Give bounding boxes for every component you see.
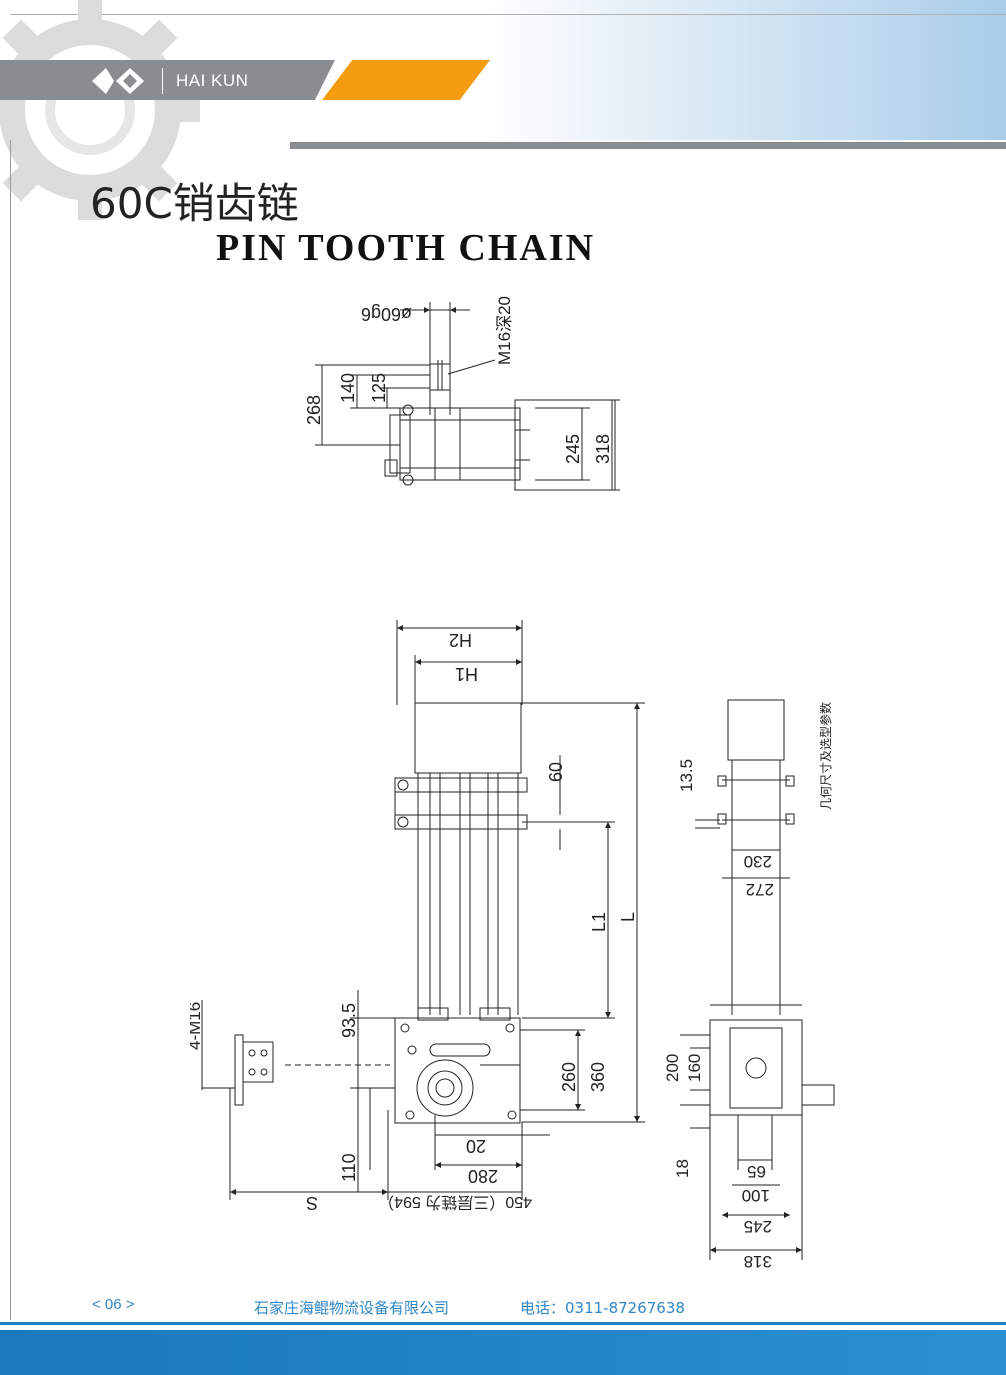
gear-watermark-icon (0, 0, 200, 220)
dim-65: 65 (747, 1162, 766, 1181)
dim-450: 450（三层链为 594） (378, 1193, 532, 1211)
header-orange-accent (322, 60, 490, 100)
dim-60: 60 (546, 762, 566, 782)
dim-bolt: 4-M16 (190, 1002, 204, 1050)
header-rule (290, 142, 1006, 149)
dim-200: 200 (663, 1054, 682, 1082)
dim-L: L (618, 912, 638, 922)
dim-13-5: 13.5 (677, 759, 696, 792)
dim-360: 360 (588, 1062, 608, 1092)
dim-245: 245 (563, 434, 583, 464)
dim-318-side: 318 (744, 1252, 772, 1271)
company-phone: 电话：0311-87267638 (520, 1299, 685, 1317)
page-title-en: PIN TOOTH CHAIN (216, 227, 596, 269)
dim-110: 110 (339, 1153, 359, 1182)
dim-280: 280 (468, 1166, 498, 1186)
page-number: < 06 > (92, 1296, 135, 1313)
page-title-cn: 60C销齿链 (90, 179, 299, 228)
dim-L1: L1 (589, 912, 609, 932)
side-view-drawing: 几何尺寸及选型参数 13.5 230 272 200 160 18 65 100… (663, 699, 835, 1271)
top-border-line (10, 14, 1006, 15)
dim-H1: H1 (455, 664, 478, 684)
dim-100: 100 (742, 1186, 770, 1205)
footer-band (0, 1330, 1006, 1375)
dim-140: 140 (338, 373, 358, 403)
dim-230: 230 (744, 852, 772, 871)
dim-H2: H2 (449, 630, 472, 650)
dim-S: S (306, 1193, 318, 1213)
dim-thread: M16深20 (495, 296, 514, 365)
dim-268: 268 (304, 395, 324, 425)
dim-272: 272 (746, 880, 774, 899)
side-note: 几何尺寸及选型参数 (818, 702, 833, 810)
dim-318: 318 (593, 434, 613, 464)
dim-18: 18 (673, 1159, 692, 1178)
dim-260: 260 (559, 1062, 579, 1092)
dim-245-side: 245 (744, 1217, 772, 1236)
company-name: 石家庄海鲲物流设备有限公司 (254, 1299, 450, 1317)
header-divider (162, 68, 163, 94)
front-view-drawing: H2 H1 60 L1 L 93.5 260 360 110 20 280 45… (190, 620, 645, 1213)
brand-name: HAI KUN (176, 71, 249, 90)
top-view-drawing: ø60g6 M16深20 268 140 125 245 318 (304, 296, 620, 491)
brand-logo-icon (92, 68, 144, 94)
dim-shaft-dia: ø60g6 (361, 304, 412, 324)
footer-rule (0, 1322, 1006, 1325)
dim-125: 125 (369, 373, 389, 403)
dim-93-5: 93.5 (339, 1003, 359, 1038)
left-margin-line (10, 140, 11, 1320)
dim-160: 160 (685, 1054, 704, 1082)
header-gray-bar (0, 60, 335, 100)
dim-20: 20 (466, 1136, 486, 1156)
